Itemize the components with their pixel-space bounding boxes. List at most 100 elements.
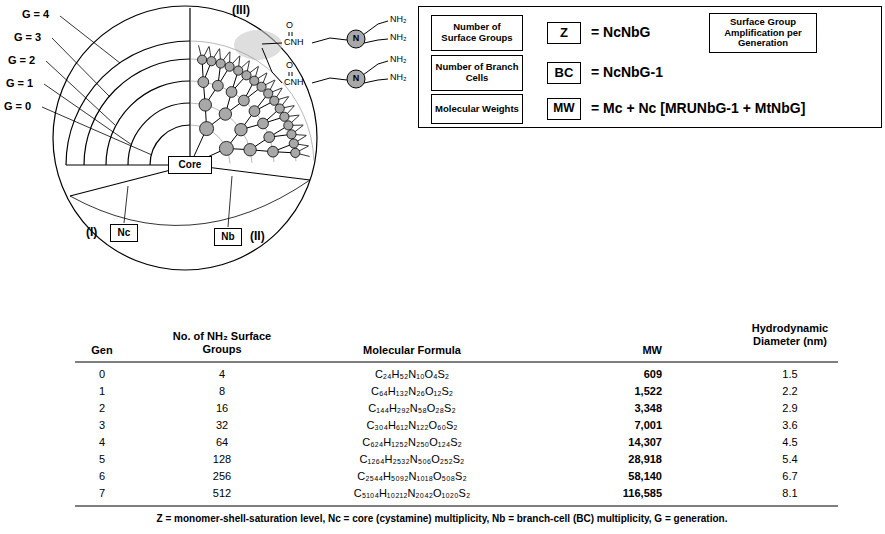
table-header: No. of NH₂ Surface Groups [162,330,282,355]
table-rule [75,505,838,506]
node-label: Core [179,159,202,171]
table-cell: 116,585 [623,487,662,500]
node-label: Nc [118,227,131,239]
multiplicity-box: Nb [214,228,242,246]
dendrimer-outline [53,6,317,270]
branch-cell-ball [249,106,260,117]
leader-line [228,176,232,227]
atom-label: O [286,60,293,70]
shell-arc [190,103,252,163]
table-header: Molecular Formula [363,344,461,357]
table-cell: C₂₅₄₄H₅₀₉₂N₁₀₁₈O₅₀₈S₂ [357,470,466,483]
shell-arc [190,59,296,161]
atom-label: NH₂ [390,32,407,42]
branch-cell-ball [270,96,279,105]
leader-line [124,186,128,223]
leader-line [42,107,152,155]
term-box: Molecular Weights [431,94,523,124]
node-label: BC [555,66,574,81]
branch-cell-ball [287,130,296,139]
table-cell: C₂₄H₅₂N₁₀O₄S₂ [375,368,449,381]
molecule-structure [262,21,388,88]
table-cell: 3,348 [634,402,662,415]
branch-cell-ball [199,99,211,111]
table-header: Hydrodynamic Diameter (nm) [745,322,835,347]
branch-cell-ball [289,139,298,148]
table-cell: C₆₄H₁₃₂N₂₆O₁₂S₂ [371,385,453,398]
term-box: Number of Surface Groups [431,15,523,51]
table-cell: 128 [213,453,231,466]
table-cell: C₃₀₄H₆₁₂N₁₂₂O₆₀S₂ [366,419,457,432]
symbol-box: BC [547,62,581,84]
table-cell: 5 [99,453,105,466]
shell-arc [84,59,190,165]
zoom-highlight [234,30,282,60]
nitrogen-ball [347,30,365,48]
table-cell: 6 [99,470,105,483]
formula-box: = NcNbG= NcNbG-1= Mc + Nc [MRUNbG-1 + Mt… [418,6,882,128]
region-label: (III) [232,4,250,18]
symbol-box: MW [547,98,581,120]
table-cell: 16 [216,402,228,415]
branch-cell-ball [226,87,237,98]
bond [312,38,347,43]
branch-cell-ball [291,148,300,157]
branch-cell-ball [219,108,231,120]
term-box: Number of Branch Cells [431,55,523,91]
node-label: Nb [221,231,234,243]
table-cell: 1 [99,385,105,398]
atom-label: NH₂ [390,14,407,24]
bond [289,32,292,36]
shell-arc [190,81,274,162]
table-cell: 1.5 [782,368,797,381]
symbol-box: Z [547,22,581,44]
table-cell: 6.7 [782,470,797,483]
table-cell: C₁₂₆₄H₂₅₃₂N₅₀₆O₂₅₂S₂ [360,453,465,466]
branch-cell-ball [280,112,289,121]
atom-label: CNH [284,37,304,47]
table-header: Gen [91,344,112,357]
node-label: Surface Group Amplification per Generati… [713,17,813,50]
cut-line [189,8,190,165]
branch-cell-ball [284,121,293,130]
node-label: MW [553,102,574,116]
table-cell: C₅₁₀₄H₁₀₂₁₂N₂₀₄₂O₁₀₂₀S₂ [354,487,470,500]
floor-line [70,180,310,225]
branch-cell-ball [242,71,251,80]
table-cell: 609 [644,368,662,381]
branch-cell-ball [268,146,279,157]
table-cell: 0 [99,368,105,381]
branch-cell-ball [207,57,216,66]
dendrimer-figure [42,6,317,270]
core-box: Core [168,156,212,174]
atom-label: NH₂ [390,72,407,82]
table-cell: 5.4 [782,453,797,466]
table-cell: 2.9 [782,402,797,415]
branch-cell-ball [198,55,207,64]
bond [312,78,347,83]
table-cell: 7,001 [634,419,662,432]
formula-text: = NcNbG-1 [591,64,663,80]
nitrogen-ball [347,70,365,88]
table-rule [75,361,838,362]
table-cell: 28,918 [628,453,662,466]
leader-line [52,38,110,97]
branch-cell-ball [244,144,256,156]
node-label: Number of Branch Cells [435,62,519,84]
bond [262,48,282,83]
table-cell: C₆₂₄H₁₂₅₂N₂₅₀O₁₂₄S₂ [362,436,462,449]
table-cell: 64 [216,436,228,449]
table-cell: 4.5 [782,436,797,449]
leader-line [60,16,120,63]
branch-cell-ball [234,66,243,75]
branch-tree [190,41,314,165]
table-cell: 512 [213,487,231,500]
table-cell: C₁₄₄H₂₉₂N₅₈O₂₈S₂ [368,402,455,415]
shell-arc [190,41,314,161]
branch-cell-ball [275,104,284,113]
table-rules [75,362,838,506]
branch-cell-ball [216,59,225,68]
table-cell: 1,522 [634,385,662,398]
generation-label: G = 3 [14,31,41,44]
shell-arc [106,81,190,165]
